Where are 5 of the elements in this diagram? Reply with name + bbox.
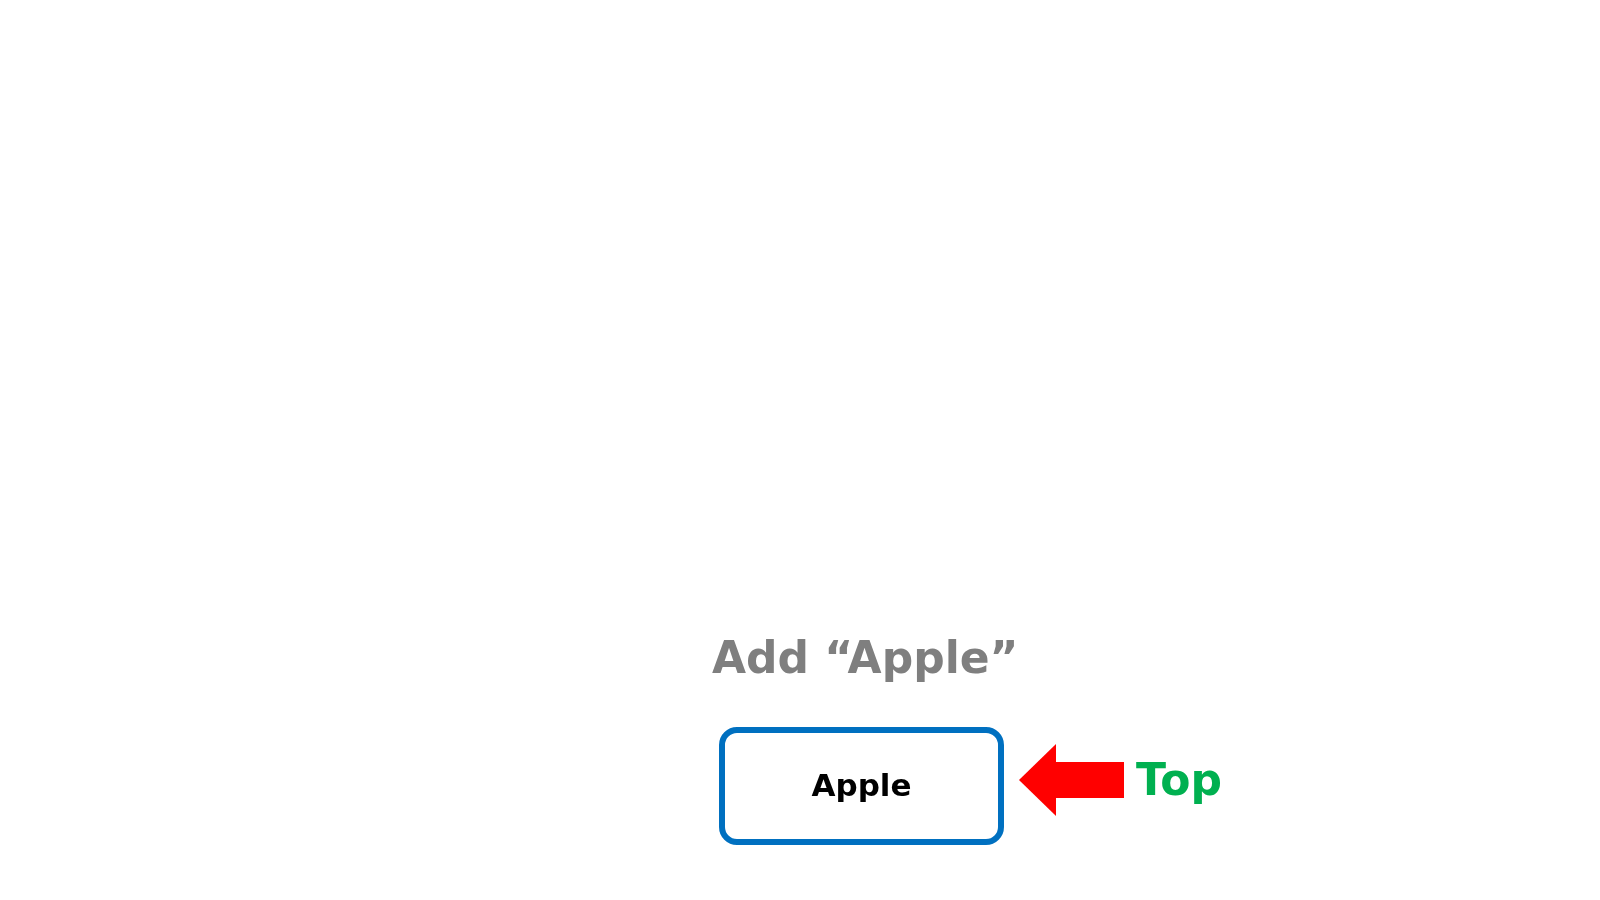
diagram-title: Add “Apple” xyxy=(712,636,1019,680)
stack-item-box xyxy=(719,727,1004,845)
stack-item-label: Apple xyxy=(811,768,912,804)
arrow xyxy=(1019,744,1124,816)
pointer-label: Top xyxy=(1136,758,1222,802)
